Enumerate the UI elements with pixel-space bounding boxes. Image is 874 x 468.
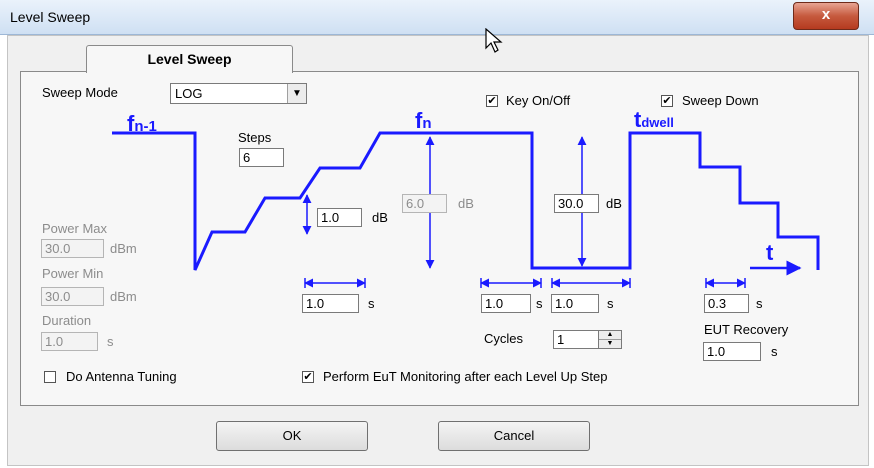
cancel-button[interactable]: Cancel: [438, 421, 590, 451]
on-time-unit: s: [607, 296, 614, 311]
close-icon: x: [821, 6, 831, 23]
mouse-pointer-icon: [485, 28, 503, 53]
dwell-time-unit: s: [756, 296, 763, 311]
on-time-input[interactable]: 1.0: [551, 294, 599, 313]
step-level-input[interactable]: 1.0: [317, 208, 362, 227]
f-prev-label: fn-1: [127, 111, 157, 137]
sweep-mode-select[interactable]: LOG ▼: [170, 83, 307, 104]
step-time-unit: s: [368, 296, 375, 311]
spin-up-icon[interactable]: ▲: [606, 331, 614, 338]
power-max-unit: dBm: [110, 241, 137, 256]
key-level-unit: dB: [606, 196, 622, 211]
sweep-down-checkbox[interactable]: ✔: [661, 95, 673, 107]
close-button[interactable]: x: [793, 2, 859, 30]
dropdown-arrow-icon[interactable]: ▼: [287, 84, 306, 103]
ok-button[interactable]: OK: [216, 421, 368, 451]
step-time-input[interactable]: 1.0: [302, 294, 359, 313]
tab-label: Level Sweep: [147, 51, 232, 67]
eut-recovery-input[interactable]: 1.0: [703, 342, 761, 361]
sweep-mode-label: Sweep Mode: [42, 85, 118, 100]
f-n-sub: n: [422, 115, 432, 132]
cycles-spinner[interactable]: ▲ ▼: [598, 330, 622, 349]
steps-input[interactable]: 6: [239, 148, 284, 167]
power-min-unit: dBm: [110, 289, 137, 304]
power-max-label: Power Max: [42, 221, 108, 236]
duration-input[interactable]: 1.0: [41, 332, 98, 351]
key-level-input[interactable]: 30.0: [554, 194, 599, 213]
dwell-time-input[interactable]: 0.3: [704, 294, 749, 313]
eut-monitoring-label: Perform EuT Monitoring after each Level …: [323, 369, 608, 384]
f-prev-sub: n-1: [134, 118, 157, 135]
power-min-label: Power Min: [42, 266, 104, 281]
t-dwell-label: tdwell: [634, 107, 674, 133]
tab-level-sweep[interactable]: Level Sweep: [86, 45, 293, 73]
power-min-input[interactable]: 30.0: [41, 287, 104, 306]
off-time-unit: s: [536, 296, 543, 311]
sweep-mode-value: LOG: [175, 86, 203, 101]
total-level-input[interactable]: 6.0: [402, 194, 447, 213]
eut-monitoring-checkbox[interactable]: ✔: [302, 371, 314, 383]
key-on-off-label: Key On/Off: [506, 93, 571, 108]
duration-label: Duration: [42, 313, 92, 328]
t-dwell-main: t: [634, 107, 642, 132]
step-level-unit: dB: [372, 210, 388, 225]
t-axis-label: t: [766, 240, 774, 265]
sweep-down-label: Sweep Down: [682, 93, 759, 108]
steps-label: Steps: [238, 130, 272, 145]
power-max-input[interactable]: 30.0: [41, 239, 104, 258]
f-n-main: f: [415, 108, 423, 133]
antenna-tuning-checkbox[interactable]: [44, 371, 56, 383]
t-dwell-sub: dwell: [641, 115, 674, 130]
f-n-label: fn: [415, 108, 432, 134]
window-title: Level Sweep: [10, 9, 91, 25]
key-on-off-checkbox[interactable]: ✔: [486, 95, 498, 107]
off-time-input[interactable]: 1.0: [481, 294, 531, 313]
total-level-unit: dB: [458, 196, 474, 211]
eut-recovery-label: EUT Recovery: [704, 322, 789, 337]
f-prev-main: f: [127, 111, 135, 136]
cycles-input[interactable]: 1: [553, 330, 599, 349]
spin-down-icon[interactable]: ▼: [599, 339, 621, 348]
duration-unit: s: [107, 334, 114, 349]
cycles-label: Cycles: [484, 331, 524, 346]
eut-recovery-unit: s: [771, 344, 778, 359]
title-bar: Level Sweep x: [0, 0, 874, 35]
antenna-tuning-label: Do Antenna Tuning: [66, 369, 177, 384]
